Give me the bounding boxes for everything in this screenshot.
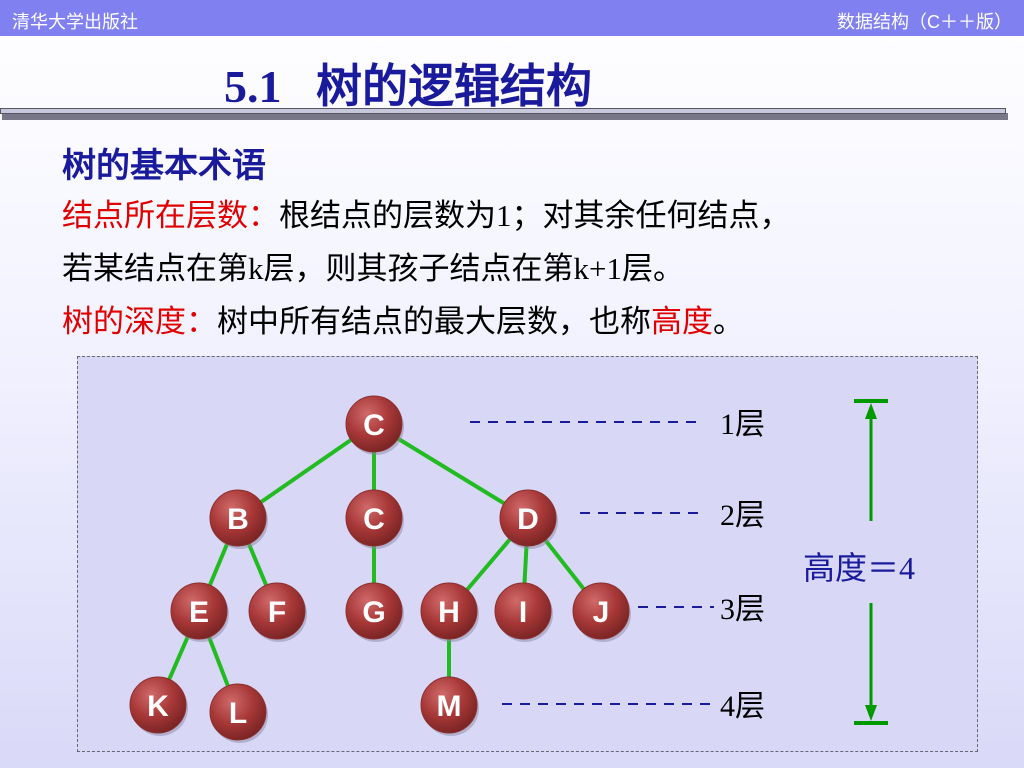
tree-node-c2 [345, 489, 403, 547]
level-definition-text: 根结点的层数为1；对其余任何结点， [279, 198, 791, 233]
tree-svg: C B C D E F G H I J K L M 1层 2层 3层 4层 高度＝4 [129, 395, 915, 743]
tree-node-label-c2: C [363, 503, 385, 536]
section-subtitle: 树的基本术语 [62, 148, 266, 185]
depth-definition-line: 树的深度：树中所有结点的最大层数，也称高度。 [62, 296, 744, 341]
depth-definition-text: 树中所有结点的最大层数，也称 [217, 304, 651, 339]
tree-node-l [209, 683, 267, 741]
tree-node-label-root: C [363, 409, 385, 442]
level-label-4: 4层 [720, 690, 765, 723]
term-tree-depth: 树的深度： [62, 304, 217, 339]
tree-node-k [129, 676, 187, 734]
depth-definition-end: 。 [713, 304, 744, 339]
tree-node-label-e: E [189, 596, 209, 629]
tree-node-m [420, 676, 478, 734]
tree-node-d [499, 489, 557, 547]
tree-node-label-b: B [227, 503, 249, 536]
tree-node-label-d: D [517, 503, 539, 536]
course-label: 数据结构（C＋＋版） [837, 12, 1012, 32]
tree-node-label-h: H [438, 596, 460, 629]
tree-node-b [209, 489, 267, 547]
tree-node-label-g: G [362, 596, 385, 629]
tree-node-f [248, 582, 306, 640]
title-divider-shadow [2, 113, 1008, 120]
term-node-level: 结点所在层数： [62, 198, 279, 233]
title-divider [0, 108, 1006, 114]
height-arrowhead-down [865, 705, 877, 721]
tree-node-label-f: F [268, 596, 286, 629]
level-label-2: 2层 [720, 499, 765, 532]
tree-node-root [345, 395, 403, 453]
height-label: 高度＝4 [803, 550, 915, 586]
tree-node-h [420, 582, 478, 640]
tree-node-e [170, 582, 228, 640]
level-label-1: 1层 [720, 408, 765, 441]
term-height: 高度 [651, 304, 713, 339]
tree-node-label-k: K [147, 690, 169, 723]
tree-node-label-j: J [593, 596, 610, 629]
publisher-label: 清华大学出版社 [12, 12, 138, 32]
tree-node-label-m: M [437, 690, 462, 723]
slide-header: 清华大学出版社 数据结构（C＋＋版） [0, 0, 1024, 36]
tree-node-g [345, 582, 403, 640]
tree-node-i [494, 582, 552, 640]
tree-diagram: C B C D E F G H I J K L M 1层 2层 3层 4层 高度＝4 [77, 356, 978, 752]
level-label-3: 3层 [720, 593, 765, 626]
tree-node-j [572, 582, 630, 640]
tree-node-label-l: L [229, 697, 247, 730]
level-definition-line2: 若某结点在第k层，则其孩子结点在第k+1层。 [62, 251, 684, 286]
height-arrowhead-up [865, 403, 877, 419]
tree-node-label-i: I [519, 596, 527, 629]
slide-title: 5.1 树的逻辑结构 [224, 61, 592, 112]
level-definition-line1: 结点所在层数：根结点的层数为1；对其余任何结点， [62, 190, 791, 235]
